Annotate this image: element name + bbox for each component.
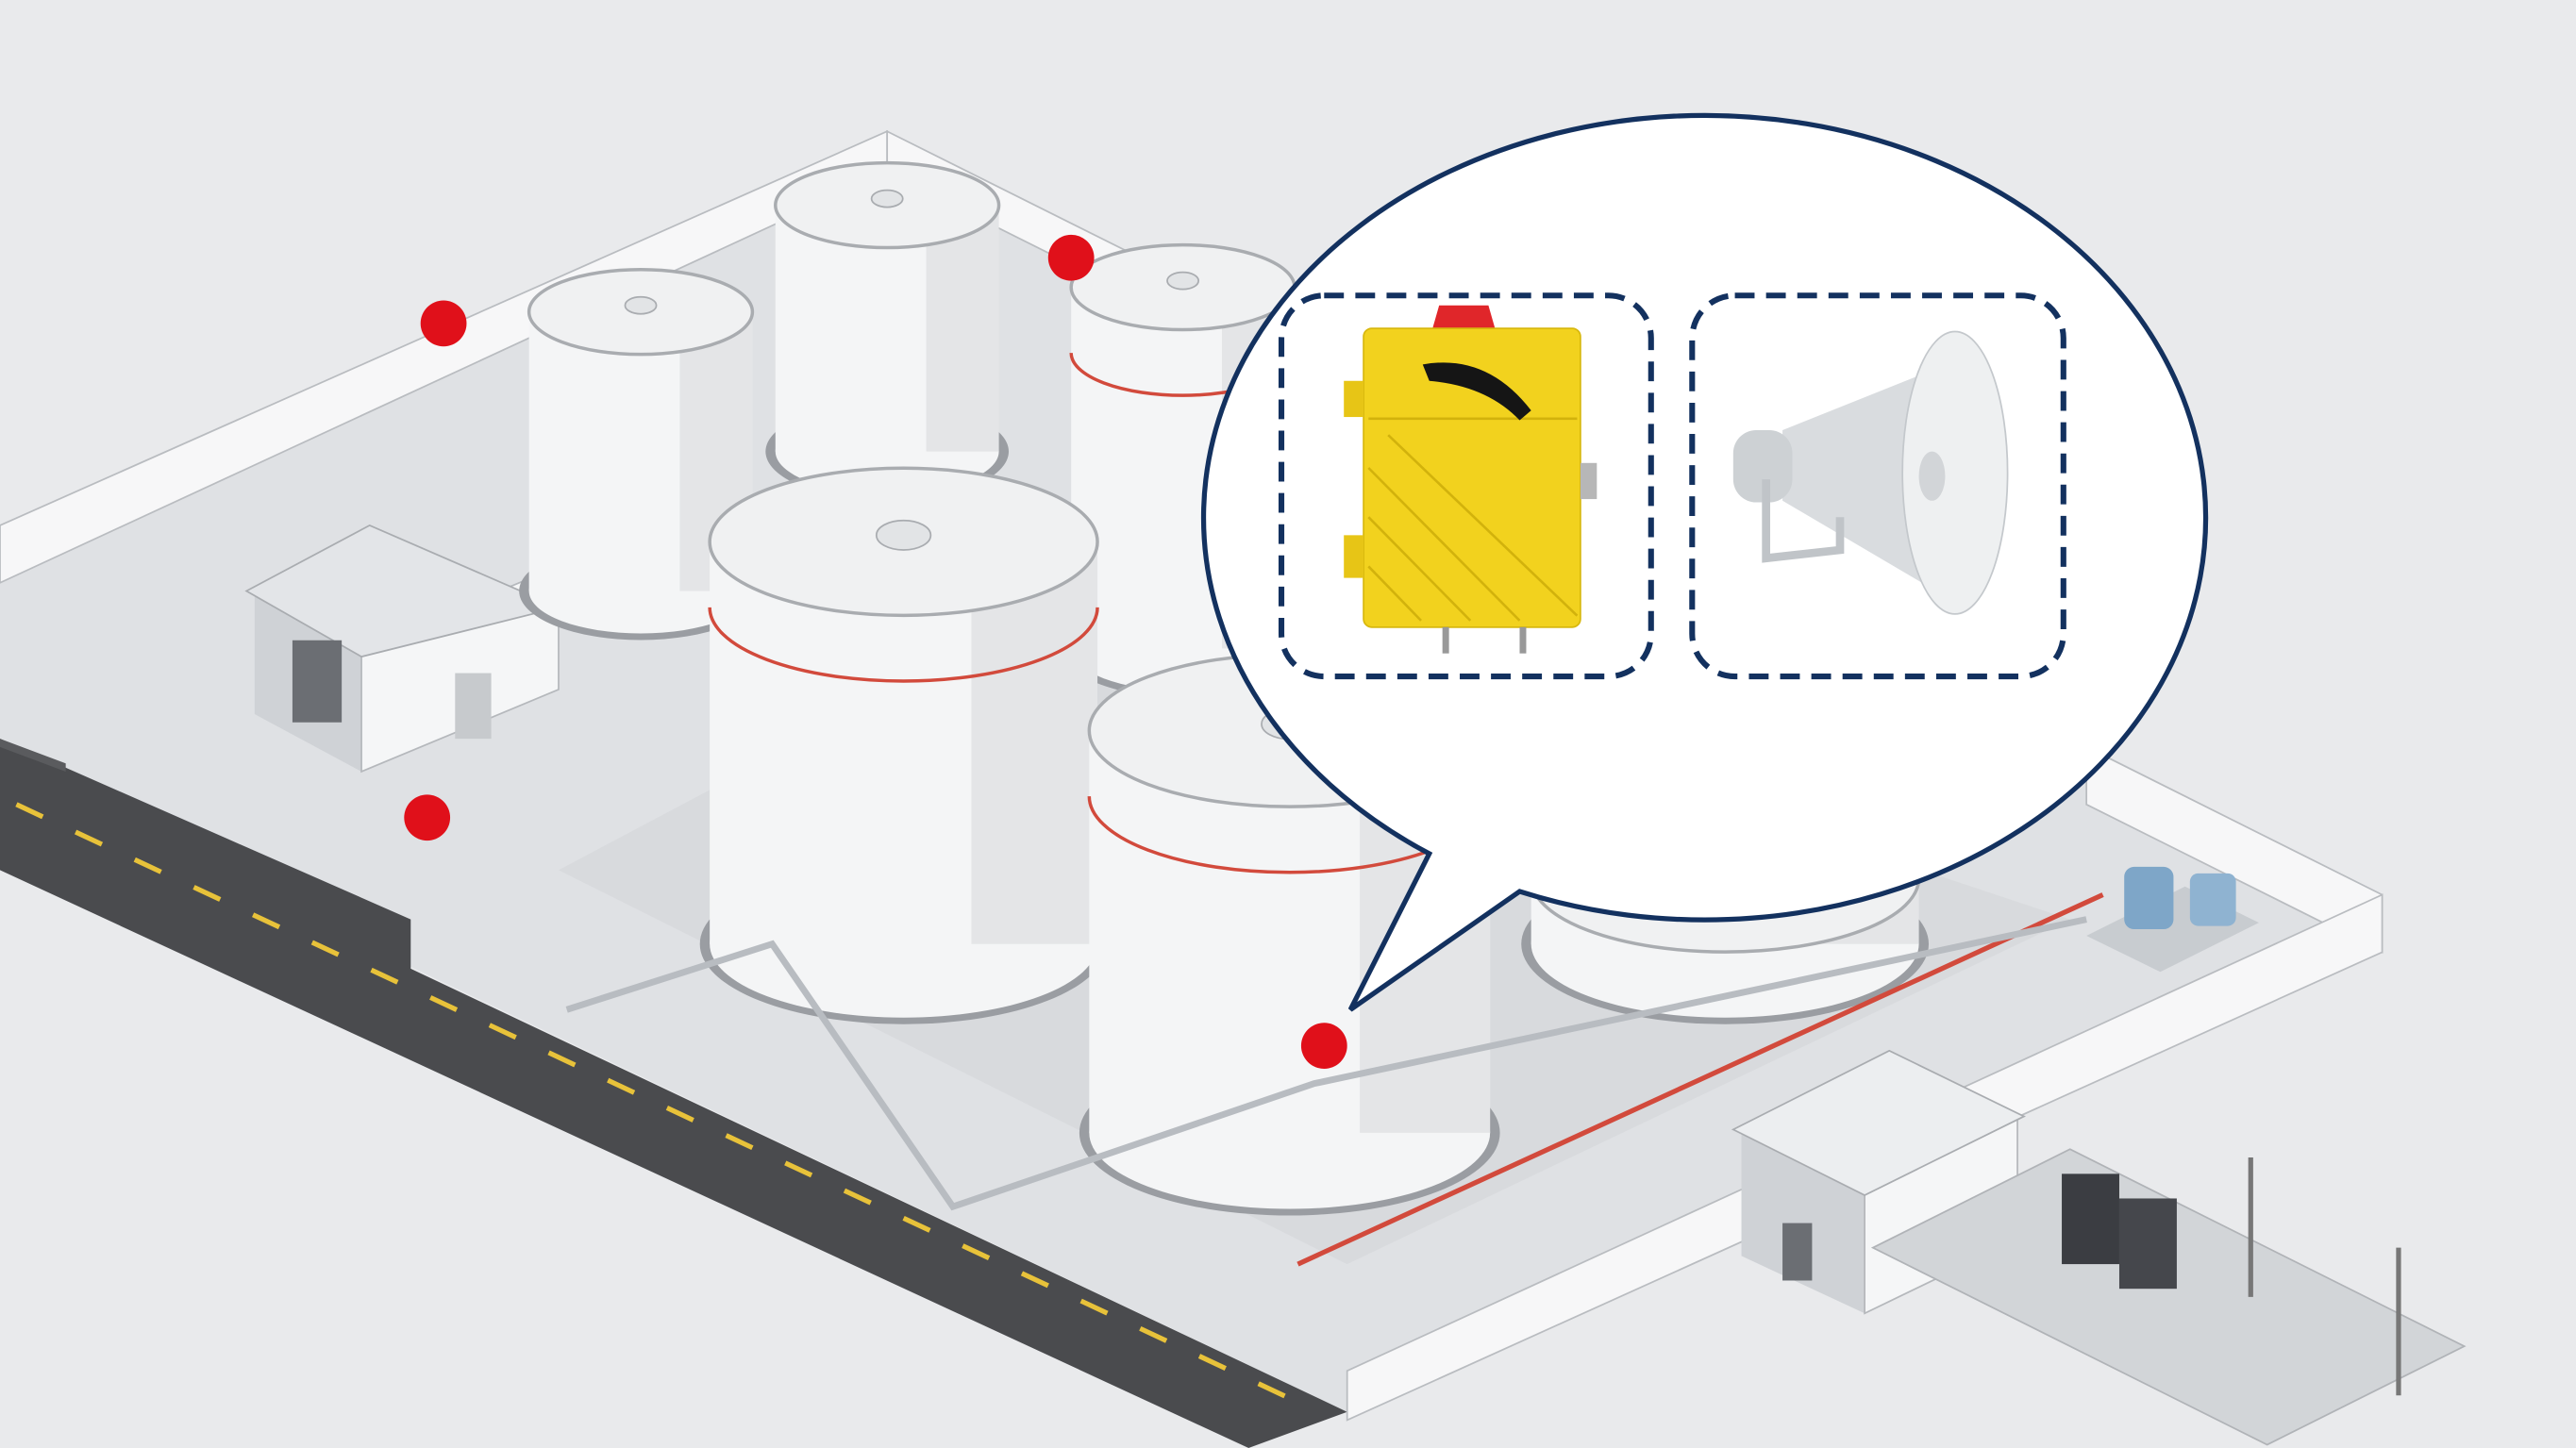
road-dash (429, 995, 459, 1012)
road-dash (370, 967, 399, 985)
telephone-frame (1278, 292, 1654, 680)
road-dash (547, 1050, 577, 1068)
red-marker-icon (1300, 1023, 1347, 1069)
storage-tank (699, 466, 1108, 1024)
callout-bubble (1200, 112, 2209, 1012)
road-dash (310, 940, 340, 957)
road-dash (607, 1077, 636, 1095)
road (0, 739, 1347, 1448)
road-dash (192, 885, 222, 902)
road-dash (1079, 1298, 1109, 1316)
storage-tank (519, 267, 762, 641)
red-marker-icon (420, 300, 467, 347)
road-dash (962, 1243, 991, 1261)
road-dash (74, 829, 104, 847)
road-dash (784, 1160, 813, 1178)
warehouse-building (244, 524, 561, 774)
road-dash (252, 912, 281, 930)
device-location-markers (404, 234, 1347, 1069)
road-dash (488, 1023, 517, 1040)
red-marker-icon (1047, 234, 1095, 281)
road-dash (1139, 1325, 1168, 1343)
red-marker-icon (404, 794, 451, 841)
horn-loudspeaker-icon (1732, 330, 2009, 615)
road-dash (902, 1215, 931, 1233)
pump-skid (2086, 866, 2259, 973)
process-pipe (565, 916, 2087, 1211)
equipment-platform (1870, 1148, 2467, 1446)
loudspeaker-frame (1689, 292, 2066, 680)
road-dash (843, 1188, 872, 1206)
storage-tank (765, 160, 1010, 501)
road-dash (665, 1106, 694, 1123)
fire-water-pipe (1296, 892, 2104, 1267)
road-dash (15, 802, 44, 820)
road-dash (725, 1133, 754, 1151)
road-dash (1197, 1354, 1227, 1371)
road-dash (1020, 1271, 1049, 1289)
road-dash (133, 857, 162, 874)
emergency-telephone-icon (1344, 305, 1597, 654)
road-dash (1257, 1381, 1286, 1399)
